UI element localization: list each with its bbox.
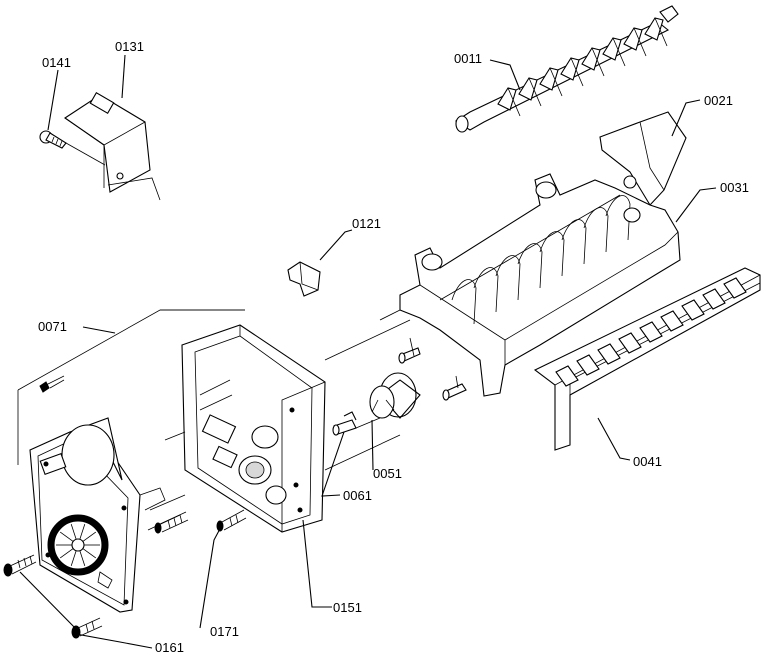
shield-slot [702, 288, 726, 310]
shaft-pins [398, 337, 467, 401]
ejector-blade-edge [633, 27, 647, 57]
callout-labels: 0011 0021 0031 0041 0051 0061 0071 0121 … [38, 39, 749, 655]
mold-rib [561, 219, 587, 265]
part-0031-mold [379, 173, 681, 397]
callout-0021: 0021 [704, 93, 733, 108]
callout-0051: 0051 [373, 466, 402, 481]
shield-slot [555, 365, 579, 387]
callout-0041: 0041 [633, 454, 662, 469]
part-0061-coupler [332, 411, 357, 436]
gear-spoke [79, 523, 86, 540]
ejector-blade [518, 77, 538, 101]
mold-rib [495, 255, 521, 301]
shield-slot [723, 277, 747, 299]
screws [3, 375, 247, 639]
timer-gear [47, 514, 109, 576]
ejector-blade-edge [654, 17, 668, 47]
ejector-blade-edge [570, 57, 584, 87]
callout-0071: 0071 [38, 319, 67, 334]
ejector-blade-edge [507, 87, 521, 117]
shield-slot [660, 310, 684, 332]
callout-0121: 0121 [352, 216, 381, 231]
mold-rib [517, 243, 543, 289]
ejector-blade [539, 67, 559, 91]
gear-spoke [82, 548, 97, 559]
part-0041-shield [533, 267, 761, 451]
callout-0031: 0031 [720, 180, 749, 195]
leader-lines [19, 54, 717, 649]
ejector-blade [623, 27, 643, 51]
ejector-blade [602, 37, 622, 61]
callout-0161: 0161 [155, 640, 184, 655]
part-0011-ejector-shaft [454, 5, 679, 133]
screw-0161-a [3, 554, 37, 577]
part-0151-housing [181, 324, 326, 533]
callout-0141: 0141 [42, 55, 71, 70]
gear-spoke [79, 550, 86, 567]
ejector-blade [644, 17, 664, 41]
gear-spoke [70, 523, 77, 540]
mold-rib [605, 195, 631, 241]
part-0141-screw [39, 130, 106, 166]
mold-rib [451, 279, 477, 325]
shield-slot [681, 299, 705, 321]
mold-rib [473, 267, 499, 313]
screw-0171-b [216, 509, 247, 532]
ejector-blade [560, 57, 580, 81]
shield-slot [597, 343, 621, 365]
shield-slot [576, 354, 600, 376]
screw-0161-b [71, 617, 103, 639]
part-0051-motor [369, 372, 421, 419]
ejector-blade-edge [612, 37, 626, 67]
mold-rib [583, 207, 609, 253]
ejector-blade [581, 47, 601, 71]
shield-slot [639, 321, 663, 343]
part-0071-module [17, 309, 245, 613]
ejector-blade-edge [528, 77, 542, 107]
part-0131-cover [64, 92, 161, 201]
screw-top-left [39, 375, 65, 393]
part-0021-bearing [599, 111, 687, 206]
callout-0151: 0151 [333, 600, 362, 615]
gear-spoke [59, 548, 74, 559]
gear-spoke [59, 531, 74, 542]
ejector-blade [497, 87, 517, 111]
gear-spoke [82, 531, 97, 542]
mold-rib [539, 231, 565, 277]
part-0121-clip [287, 261, 321, 297]
screw-0171-a [154, 511, 189, 534]
callout-0131: 0131 [115, 39, 144, 54]
callout-0011: 0011 [454, 51, 482, 66]
callout-0061: 0061 [343, 488, 372, 503]
assembly-lines [160, 309, 411, 471]
ejector-blade-edge [591, 47, 605, 77]
shield-slot [618, 332, 642, 354]
callout-0171: 0171 [210, 624, 239, 639]
ejector-blade-edge [549, 67, 563, 97]
gear-spoke [70, 550, 77, 567]
